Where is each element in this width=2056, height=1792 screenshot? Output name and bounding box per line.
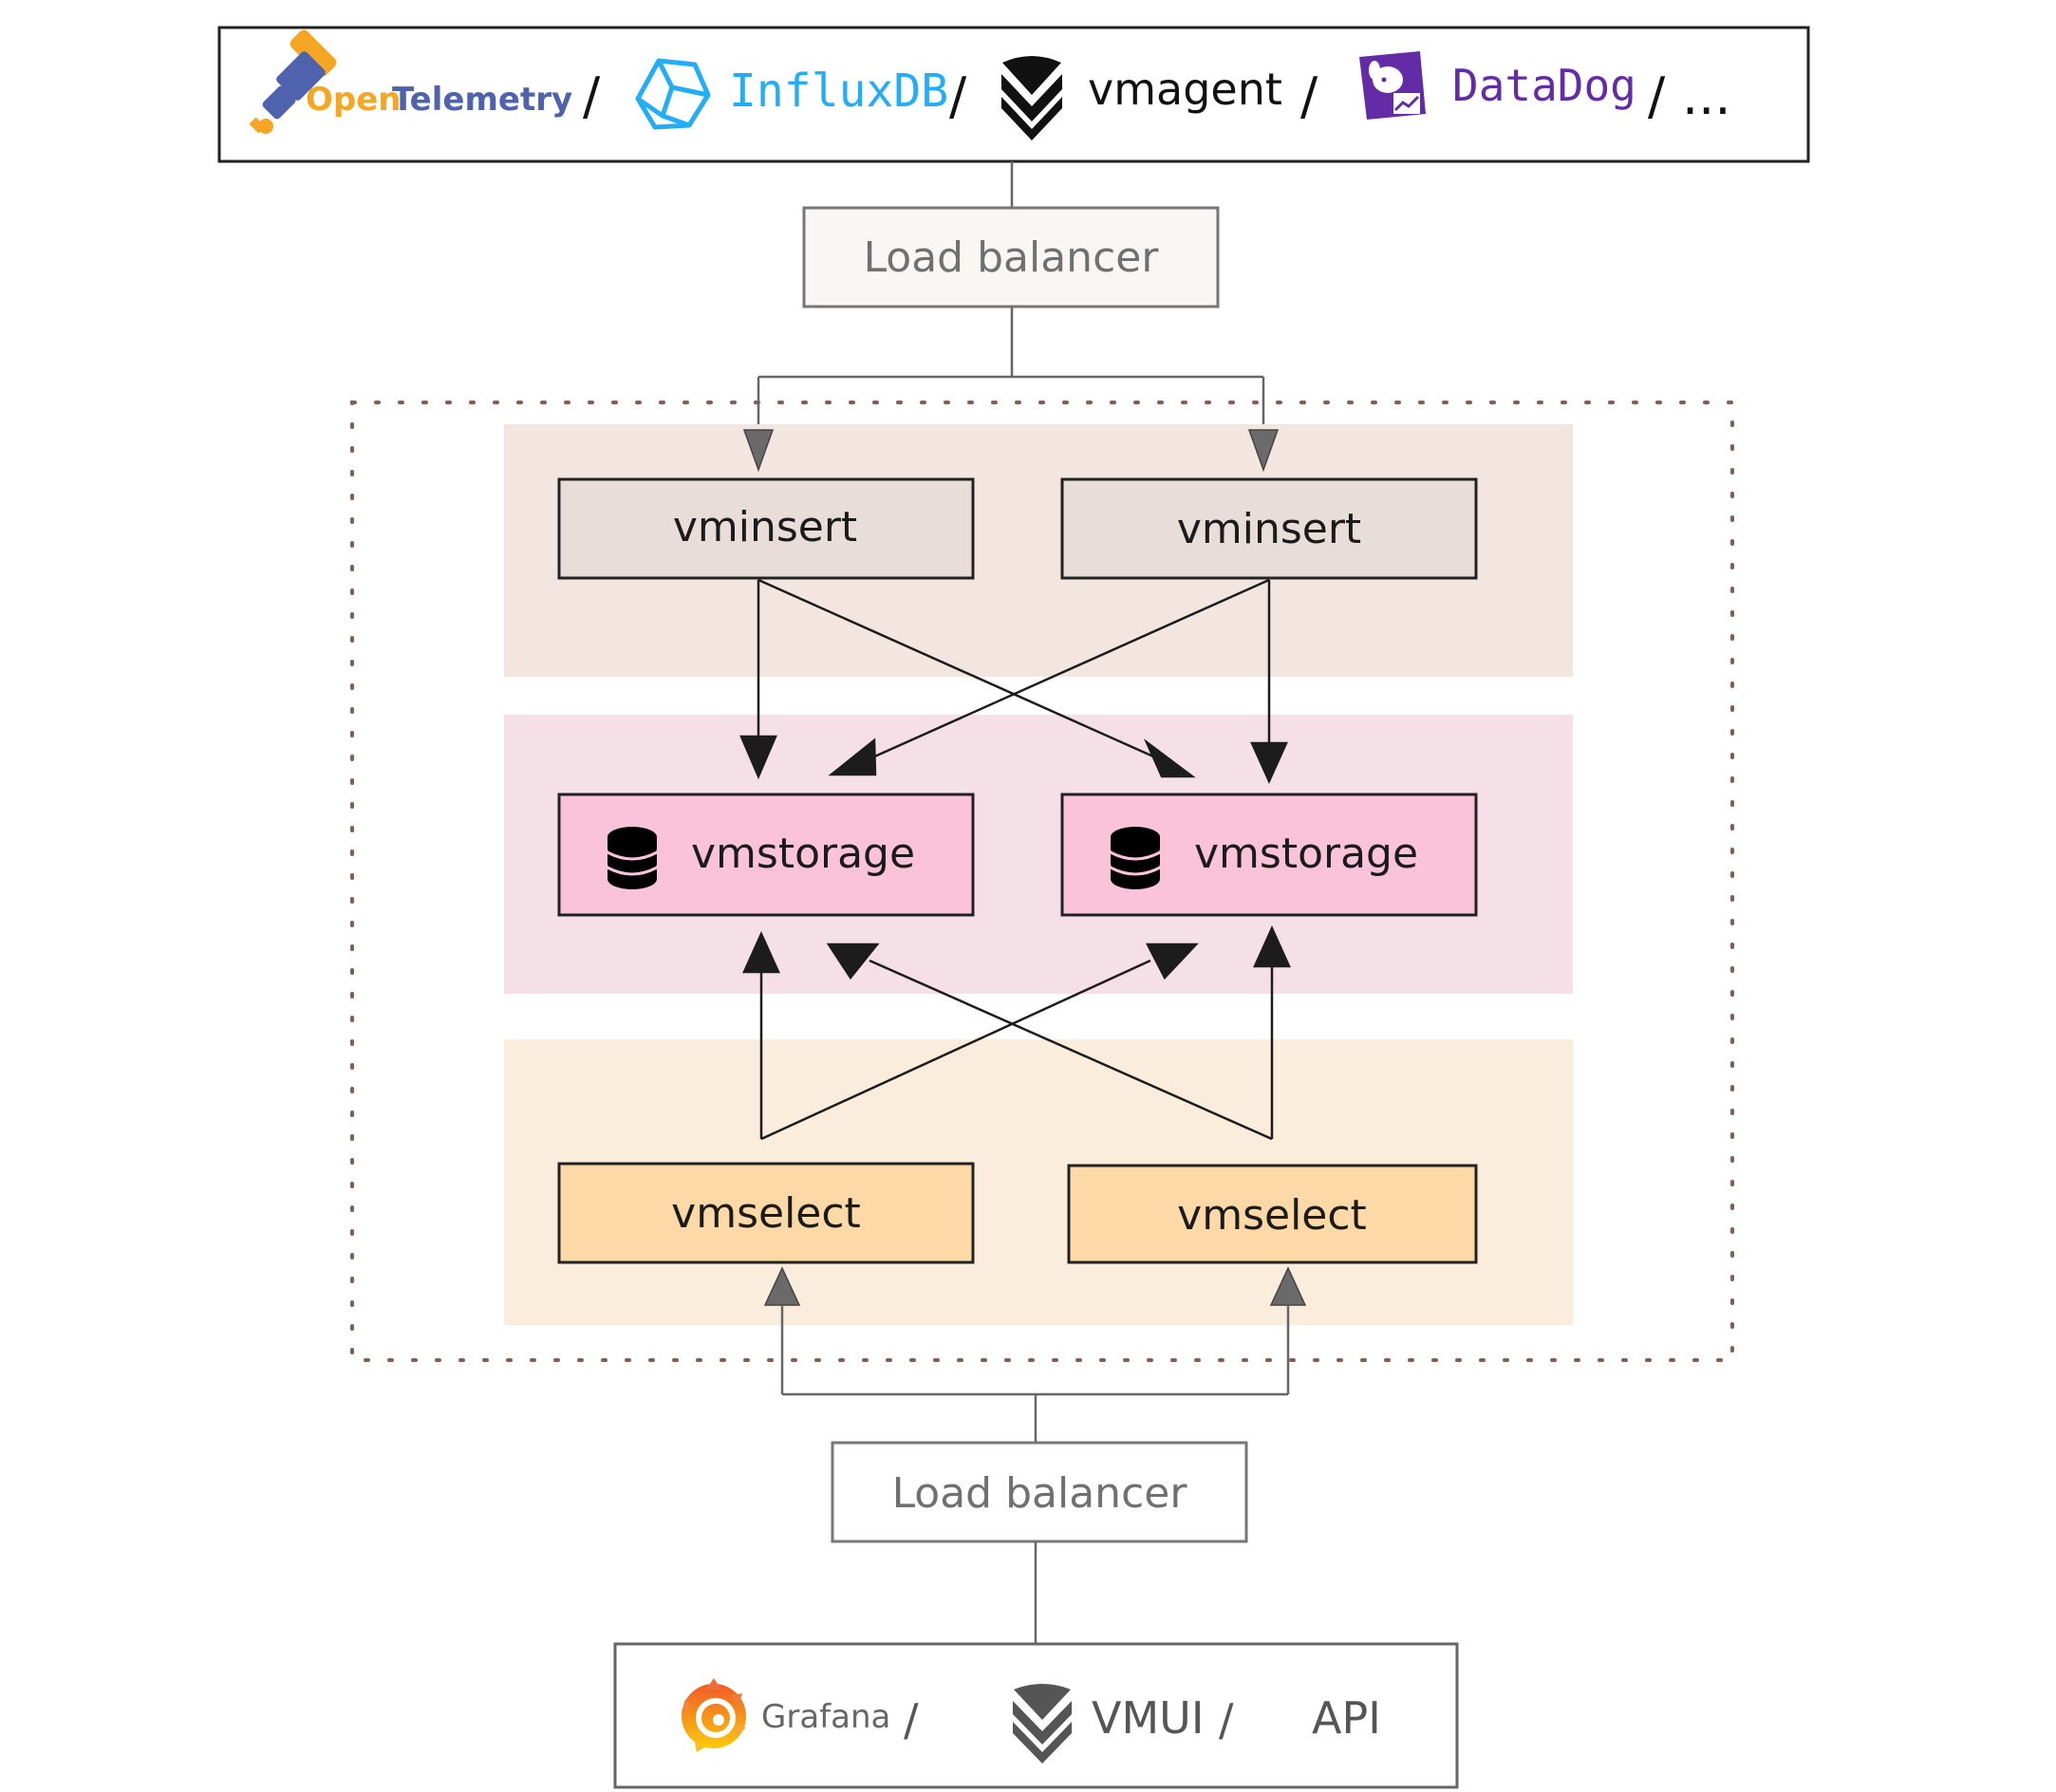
separator: / bbox=[904, 1694, 919, 1745]
load-balancer-bottom: Load balancer bbox=[831, 1441, 1248, 1543]
cluster-boundary bbox=[350, 401, 1734, 1362]
vminsert-node: vminsert bbox=[557, 477, 975, 580]
load-balancer-bottom-label: Load balancer bbox=[892, 1469, 1188, 1518]
vmui-label: VMUI bbox=[1092, 1692, 1204, 1744]
vmselect-label: vmselect bbox=[671, 1189, 861, 1238]
load-balancer-top-label: Load balancer bbox=[864, 233, 1160, 282]
grafana-logo-icon bbox=[682, 1678, 746, 1752]
vminsert-label: vminsert bbox=[1177, 505, 1361, 553]
consumers-box: Grafana / VMUI / API bbox=[613, 1642, 1459, 1789]
select-to-storage-edges bbox=[742, 924, 1291, 1141]
datadog-logo-icon bbox=[1359, 51, 1426, 120]
api-label: API bbox=[1312, 1692, 1381, 1744]
separator: / bbox=[583, 66, 601, 126]
datadog-label: DataDog bbox=[1452, 60, 1636, 111]
vmstorage-label: vmstorage bbox=[691, 830, 915, 878]
insert-to-storage-edges bbox=[739, 578, 1288, 785]
grafana-label: Grafana bbox=[761, 1698, 890, 1736]
vmselect-node: vmselect bbox=[557, 1162, 975, 1264]
lb-top-branch bbox=[757, 307, 1265, 437]
database-icon bbox=[607, 827, 658, 889]
vmselect-label: vmselect bbox=[1177, 1191, 1367, 1240]
vminsert-node: vminsert bbox=[1060, 477, 1478, 580]
separator: / bbox=[1300, 66, 1318, 126]
opentelemetry-label-open: Open bbox=[306, 81, 402, 119]
separator: / bbox=[949, 66, 967, 126]
sources-box: Open Telemetry / InfluxDB / vmagent / bbox=[217, 26, 1810, 163]
vmstorage-node: vmstorage bbox=[1060, 793, 1478, 917]
lb-arrowheads-top bbox=[742, 429, 1280, 473]
influxdb-logo-icon bbox=[635, 58, 711, 130]
more-sources-ellipsis: ... bbox=[1682, 66, 1731, 126]
separator: / bbox=[1648, 66, 1666, 126]
lb-bottom-branch bbox=[780, 1305, 1290, 1443]
vmselect-node: vmselect bbox=[1067, 1164, 1478, 1264]
database-icon bbox=[1110, 827, 1161, 889]
vmstorage-node: vmstorage bbox=[557, 793, 975, 917]
opentelemetry-label-telemetry: Telemetry bbox=[392, 81, 572, 119]
victoriametrics-logo-icon bbox=[1001, 56, 1062, 140]
influxdb-label: InfluxDB bbox=[729, 65, 948, 118]
victoriametrics-logo-icon bbox=[1013, 1684, 1072, 1764]
separator: / bbox=[1219, 1694, 1234, 1745]
opentelemetry-logo-icon bbox=[249, 29, 337, 134]
vmagent-label: vmagent bbox=[1088, 64, 1282, 115]
vmstorage-label: vmstorage bbox=[1194, 830, 1418, 878]
load-balancer-top: Load balancer bbox=[802, 206, 1220, 308]
vminsert-label: vminsert bbox=[673, 503, 857, 551]
